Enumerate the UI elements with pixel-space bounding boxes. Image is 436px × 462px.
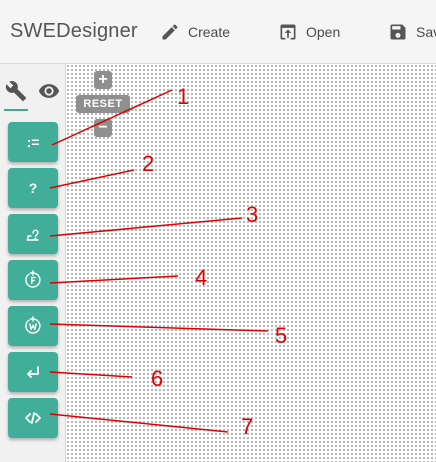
- open-icon: [280, 24, 296, 40]
- zoom-out-button[interactable]: −: [94, 119, 112, 137]
- assignment-tool-label: :=: [26, 134, 40, 150]
- code-icon: [25, 412, 41, 424]
- create-button[interactable]: Create: [160, 20, 230, 44]
- design-canvas[interactable]: [66, 64, 436, 462]
- tab-tools[interactable]: [3, 78, 29, 104]
- save-icon: [390, 24, 406, 40]
- for-loop-tool-button[interactable]: [8, 260, 58, 300]
- open-label: Open: [306, 24, 341, 40]
- zoom-in-button[interactable]: +: [94, 71, 112, 89]
- app-title: SWEDesigner: [10, 20, 138, 42]
- tab-view[interactable]: [36, 78, 62, 104]
- condition-tool-label: ?: [28, 180, 38, 196]
- if-else-icon: [26, 229, 39, 241]
- open-button[interactable]: Open: [278, 20, 340, 44]
- create-label: Create: [188, 24, 231, 40]
- while-loop-tool-button[interactable]: [8, 306, 58, 346]
- assignment-tool-button[interactable]: :=: [8, 122, 58, 162]
- top-bar: SWEDesigner Create Open Save: [0, 0, 436, 64]
- condition-tool-button[interactable]: ?: [8, 168, 58, 208]
- save-button[interactable]: Save: [388, 20, 436, 44]
- sidebar-tabs: [0, 64, 66, 112]
- code-tool-button[interactable]: [8, 398, 58, 438]
- save-label: Save: [416, 24, 436, 40]
- eye-icon: [38, 84, 60, 98]
- return-icon: [27, 366, 39, 378]
- reset-zoom-button[interactable]: RESET: [76, 95, 130, 113]
- return-tool-button[interactable]: [8, 352, 58, 392]
- if-else-tool-button[interactable]: [8, 214, 58, 254]
- while-loop-icon: [25, 316, 41, 334]
- active-tab-indicator: [4, 109, 28, 111]
- wrench-icon: [5, 81, 27, 102]
- for-loop-icon: [25, 270, 41, 288]
- pencil-icon: [162, 24, 178, 40]
